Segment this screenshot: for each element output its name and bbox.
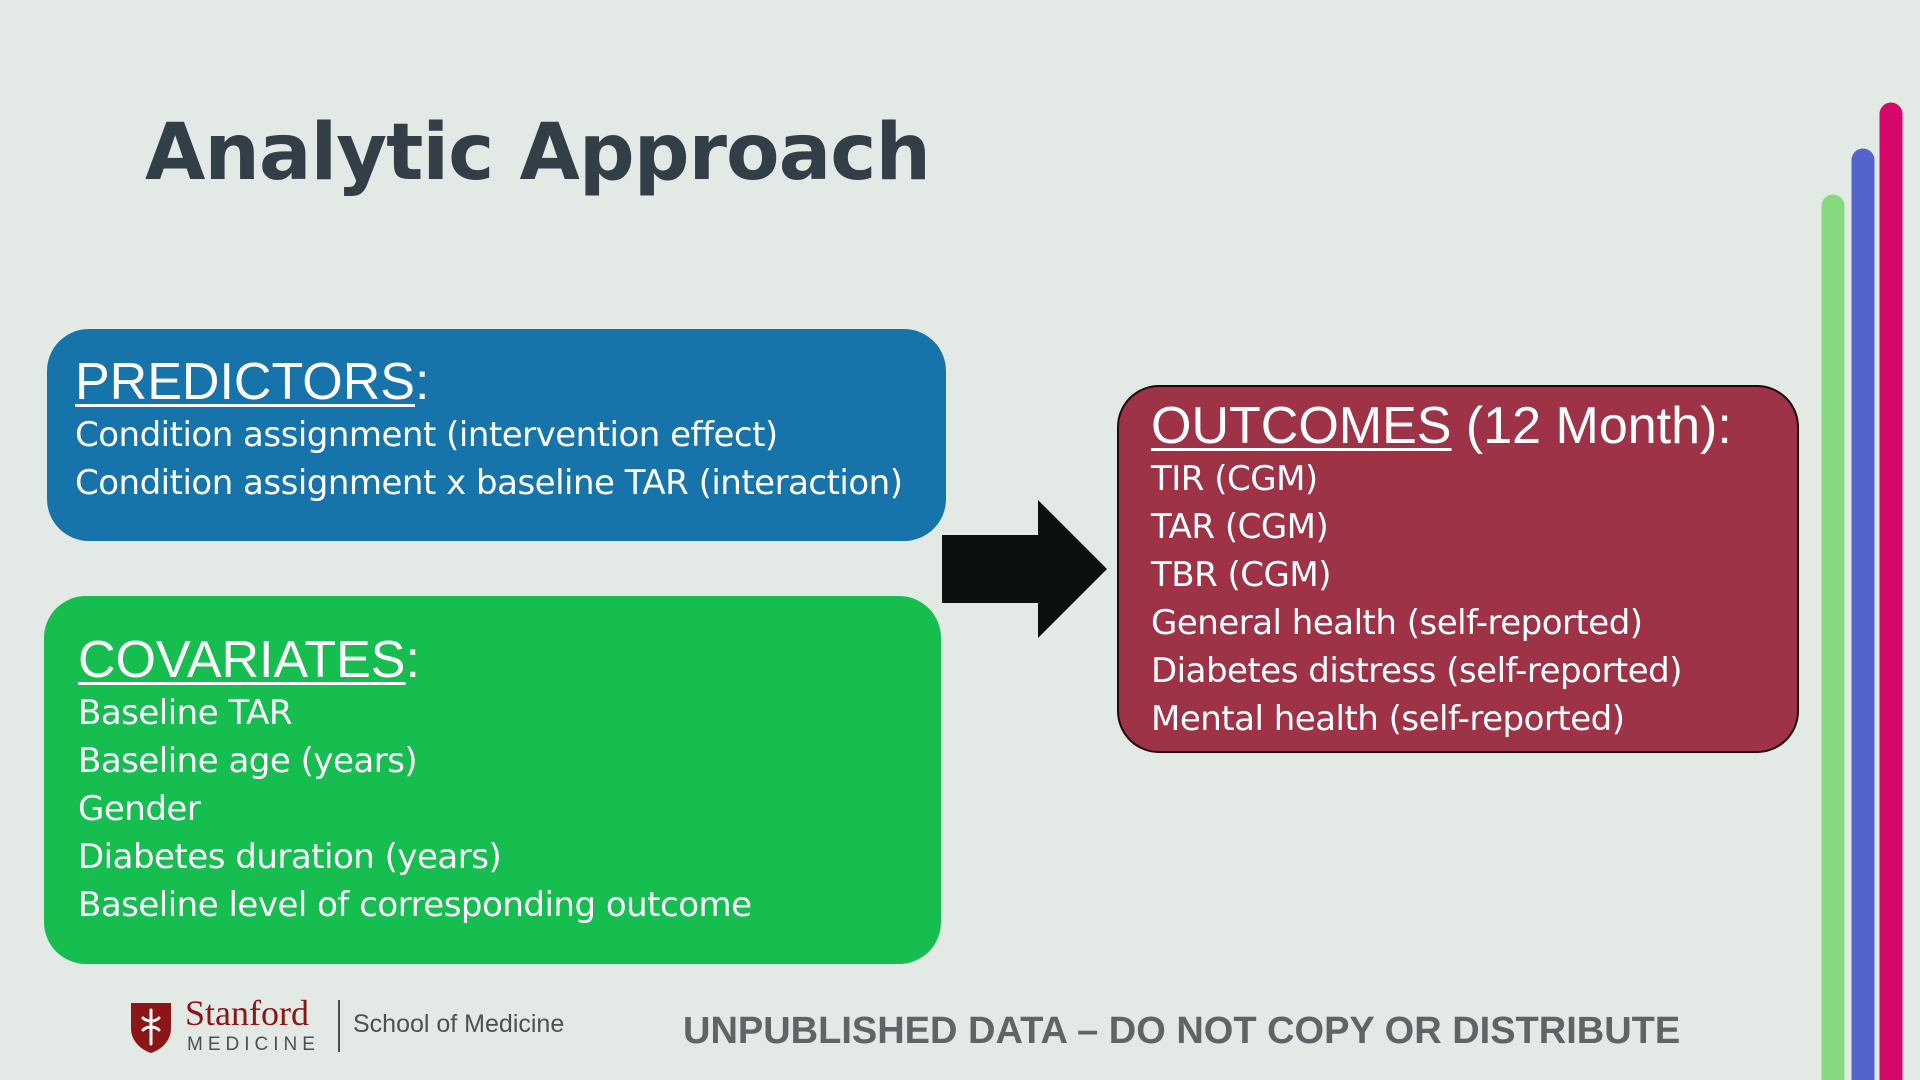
stanford-wordmark: Stanford: [185, 993, 309, 1033]
outcomes-heading-suffix: (12 Month):: [1451, 397, 1732, 455]
covariates-item: Baseline age (years): [78, 741, 418, 781]
covariates-item: Diabetes duration (years): [78, 837, 502, 877]
outcomes-item: TAR (CGM): [1151, 507, 1329, 547]
outcomes-item: Mental health (self-reported): [1151, 699, 1625, 739]
predictors-item: Condition assignment x baseline TAR (int…: [75, 463, 903, 503]
covariates-list: Baseline TAR Baseline age (years) Gender…: [78, 689, 941, 929]
predictors-heading: PREDICTORS:: [75, 353, 946, 411]
covariates-heading-colon: :: [405, 631, 420, 689]
outcomes-item: General health (self-reported): [1151, 603, 1643, 643]
predictors-list: Condition assignment (intervention effec…: [75, 411, 946, 507]
stanford-shield-icon: [131, 1003, 171, 1053]
predictors-heading-text: PREDICTORS: [75, 353, 415, 411]
outcomes-box: OUTCOMES (12 Month): TIR (CGM) TAR (CGM)…: [1117, 385, 1799, 753]
outcomes-item: TBR (CGM): [1151, 555, 1331, 595]
covariates-heading-text: COVARIATES: [78, 631, 406, 689]
right-arrow-icon: [942, 500, 1107, 638]
outcomes-list: TIR (CGM) TAR (CGM) TBR (CGM) General he…: [1151, 455, 1797, 743]
covariates-heading: COVARIATES:: [78, 631, 941, 689]
predictors-box: PREDICTORS: Condition assignment (interv…: [47, 329, 946, 541]
school-of-medicine-label: School of Medicine: [353, 1010, 565, 1038]
arrow-shape: [942, 500, 1107, 638]
predictors-item: Condition assignment (intervention effec…: [75, 415, 778, 455]
outcomes-item: Diabetes distress (self-reported): [1151, 651, 1683, 691]
covariates-item: Gender: [78, 789, 201, 829]
medicine-subtitle: MEDICINE: [187, 1034, 320, 1055]
outcomes-heading: OUTCOMES (12 Month):: [1151, 397, 1797, 455]
logo-divider: [338, 1000, 340, 1052]
covariates-box: COVARIATES: Baseline TAR Baseline age (y…: [44, 596, 941, 964]
covariates-item: Baseline TAR: [78, 693, 292, 733]
covariates-item: Baseline level of corresponding outcome: [78, 885, 752, 925]
predictors-heading-colon: :: [414, 353, 430, 411]
stanford-medicine-logo: Stanford MEDICINE School of Medicine: [128, 993, 564, 1056]
slide-title: Analytic Approach: [145, 108, 931, 198]
unpublished-data-notice: UNPUBLISHED DATA – DO NOT COPY OR DISTRI…: [683, 1010, 1681, 1052]
outcomes-item: TIR (CGM): [1151, 459, 1318, 499]
outcomes-heading-text: OUTCOMES: [1151, 397, 1452, 455]
